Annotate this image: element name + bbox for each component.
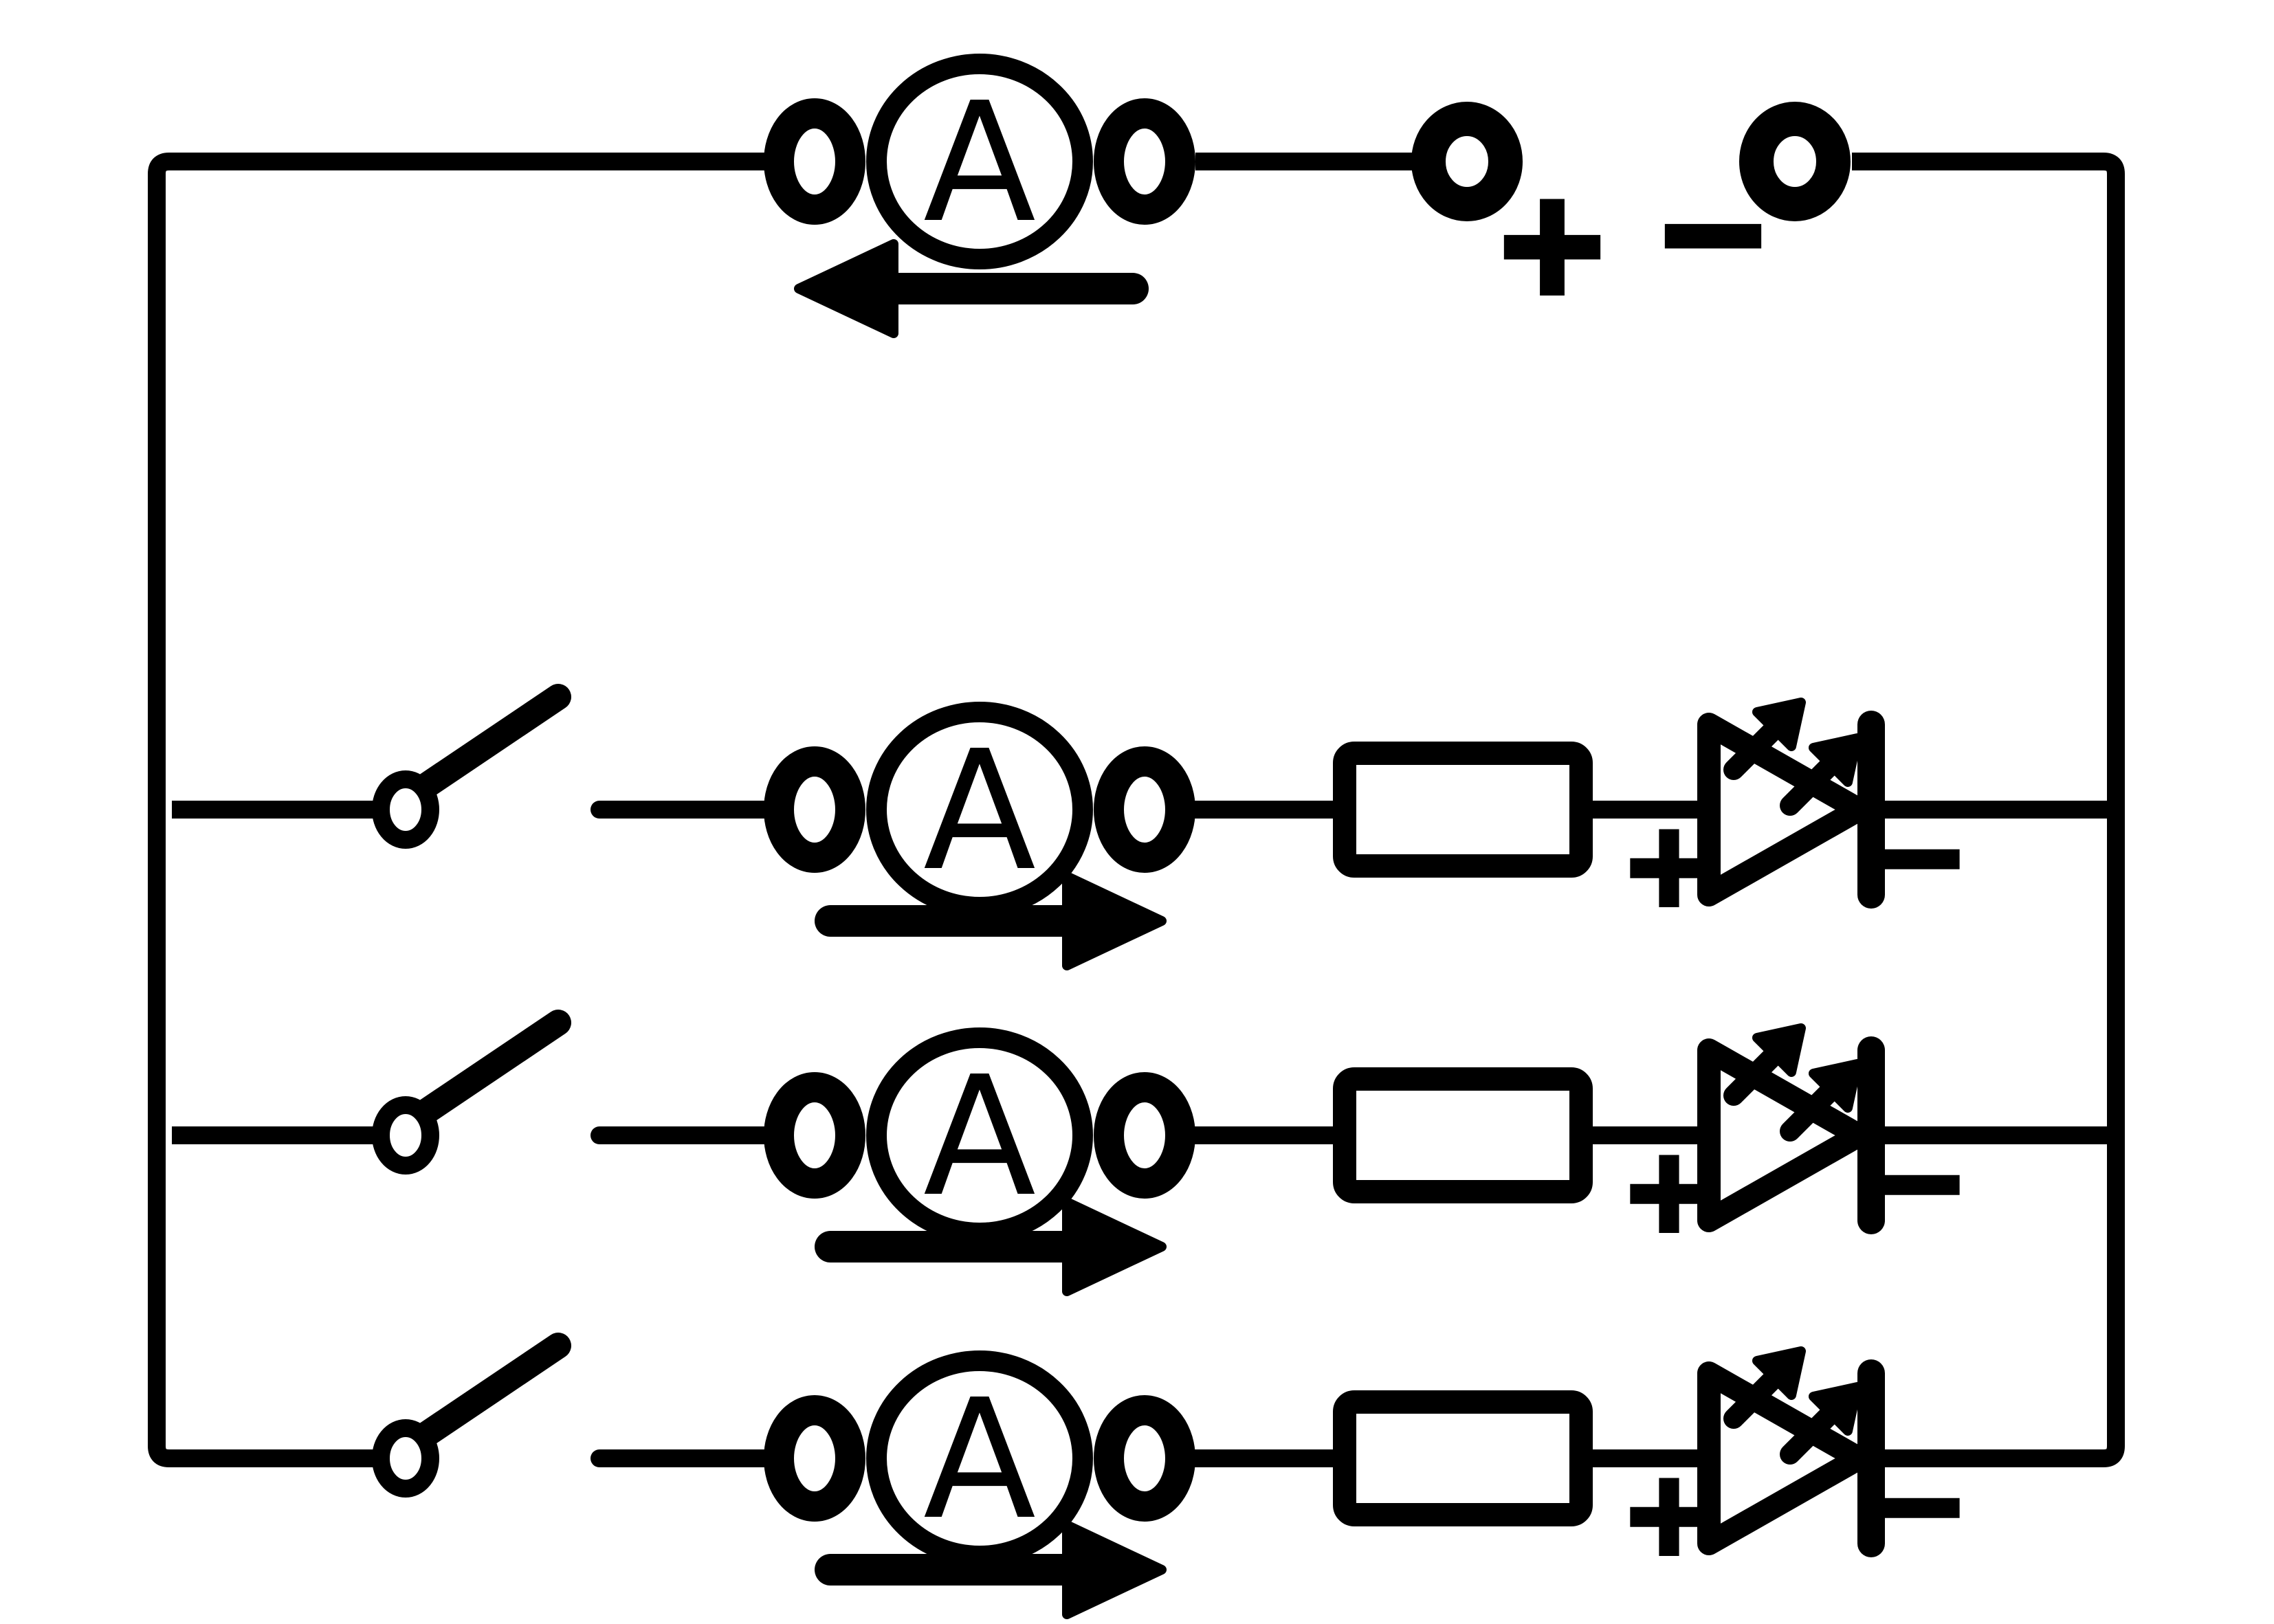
source-negative-terminal-icon xyxy=(1739,102,1851,221)
switch-open-icon xyxy=(372,684,571,849)
ammeter-terminal-icon xyxy=(764,1395,865,1522)
led-icon: + − xyxy=(1618,1346,1972,1583)
resistor-icon xyxy=(1333,742,1593,878)
ammeter-label: A xyxy=(923,67,1036,259)
ammeter-main: A xyxy=(764,54,1195,269)
ammeter-branch-3: A xyxy=(764,1350,1195,1566)
ammeter-label: A xyxy=(923,1041,1036,1233)
current-arrow-right-icon xyxy=(815,1197,1167,1296)
ammeter-terminal-icon xyxy=(764,1072,865,1199)
led-anode-label: + xyxy=(1622,799,1716,931)
ammeter-terminal-icon xyxy=(764,98,865,225)
ammeter-label: A xyxy=(923,1364,1036,1556)
led-light-arrow-head xyxy=(1752,1023,1806,1077)
switch-blade xyxy=(415,1333,571,1447)
ammeter-branch-1: A xyxy=(764,702,1195,917)
led-anode-label: + xyxy=(1622,1447,1716,1579)
ammeter-terminal-icon xyxy=(1094,98,1195,225)
arrow-head xyxy=(1062,1520,1167,1619)
ammeter-branch-2: A xyxy=(764,1027,1195,1243)
arrow-head xyxy=(794,239,898,338)
led-light-arrow-head xyxy=(1752,698,1806,751)
switch-pivot xyxy=(372,1419,439,1498)
source-positive-terminal-icon xyxy=(1411,102,1523,221)
current-arrow-right-icon xyxy=(815,1520,1167,1619)
ammeter-circle-icon xyxy=(866,54,1093,269)
switch-blade xyxy=(415,1010,571,1124)
resistor-icon xyxy=(1333,1067,1593,1203)
power-source: + − xyxy=(1411,102,1851,329)
switch-blade xyxy=(415,684,571,798)
ammeter-label: A xyxy=(923,715,1036,907)
branch-3: A + − xyxy=(172,1333,1972,1619)
ammeter-terminal-icon xyxy=(764,746,865,873)
switch-open-icon xyxy=(372,1010,571,1175)
source-positive-label: + xyxy=(1493,162,1611,325)
arrow-head xyxy=(1062,1197,1167,1296)
resistor-icon xyxy=(1333,1390,1593,1526)
left-rail-wire xyxy=(148,153,764,1467)
branch-2: A + − xyxy=(172,1010,2116,1296)
ammeter-terminal-icon xyxy=(1094,1395,1195,1522)
led-light-arrow-head xyxy=(1809,1382,1862,1436)
led-light-arrow-head xyxy=(1809,733,1862,787)
ammeter-terminal-icon xyxy=(1094,746,1195,873)
switch-open-icon xyxy=(372,1333,571,1498)
led-light-arrow-head xyxy=(1809,1059,1862,1113)
branch-1: A + − xyxy=(172,684,2116,970)
led-cathode-label: − xyxy=(1873,1438,1968,1570)
switch-pivot xyxy=(372,770,439,849)
source-negative-label: − xyxy=(1654,151,1772,314)
led-light-arrow-head xyxy=(1752,1346,1806,1400)
arrow-head xyxy=(1062,871,1167,970)
main-rail: A + − xyxy=(764,54,1851,338)
switch-pivot xyxy=(372,1096,439,1175)
current-arrow-left-icon xyxy=(794,239,1149,338)
led-anode-label: + xyxy=(1622,1124,1716,1256)
current-arrow-right-icon xyxy=(815,871,1167,970)
ammeter-terminal-icon xyxy=(1094,1072,1195,1199)
